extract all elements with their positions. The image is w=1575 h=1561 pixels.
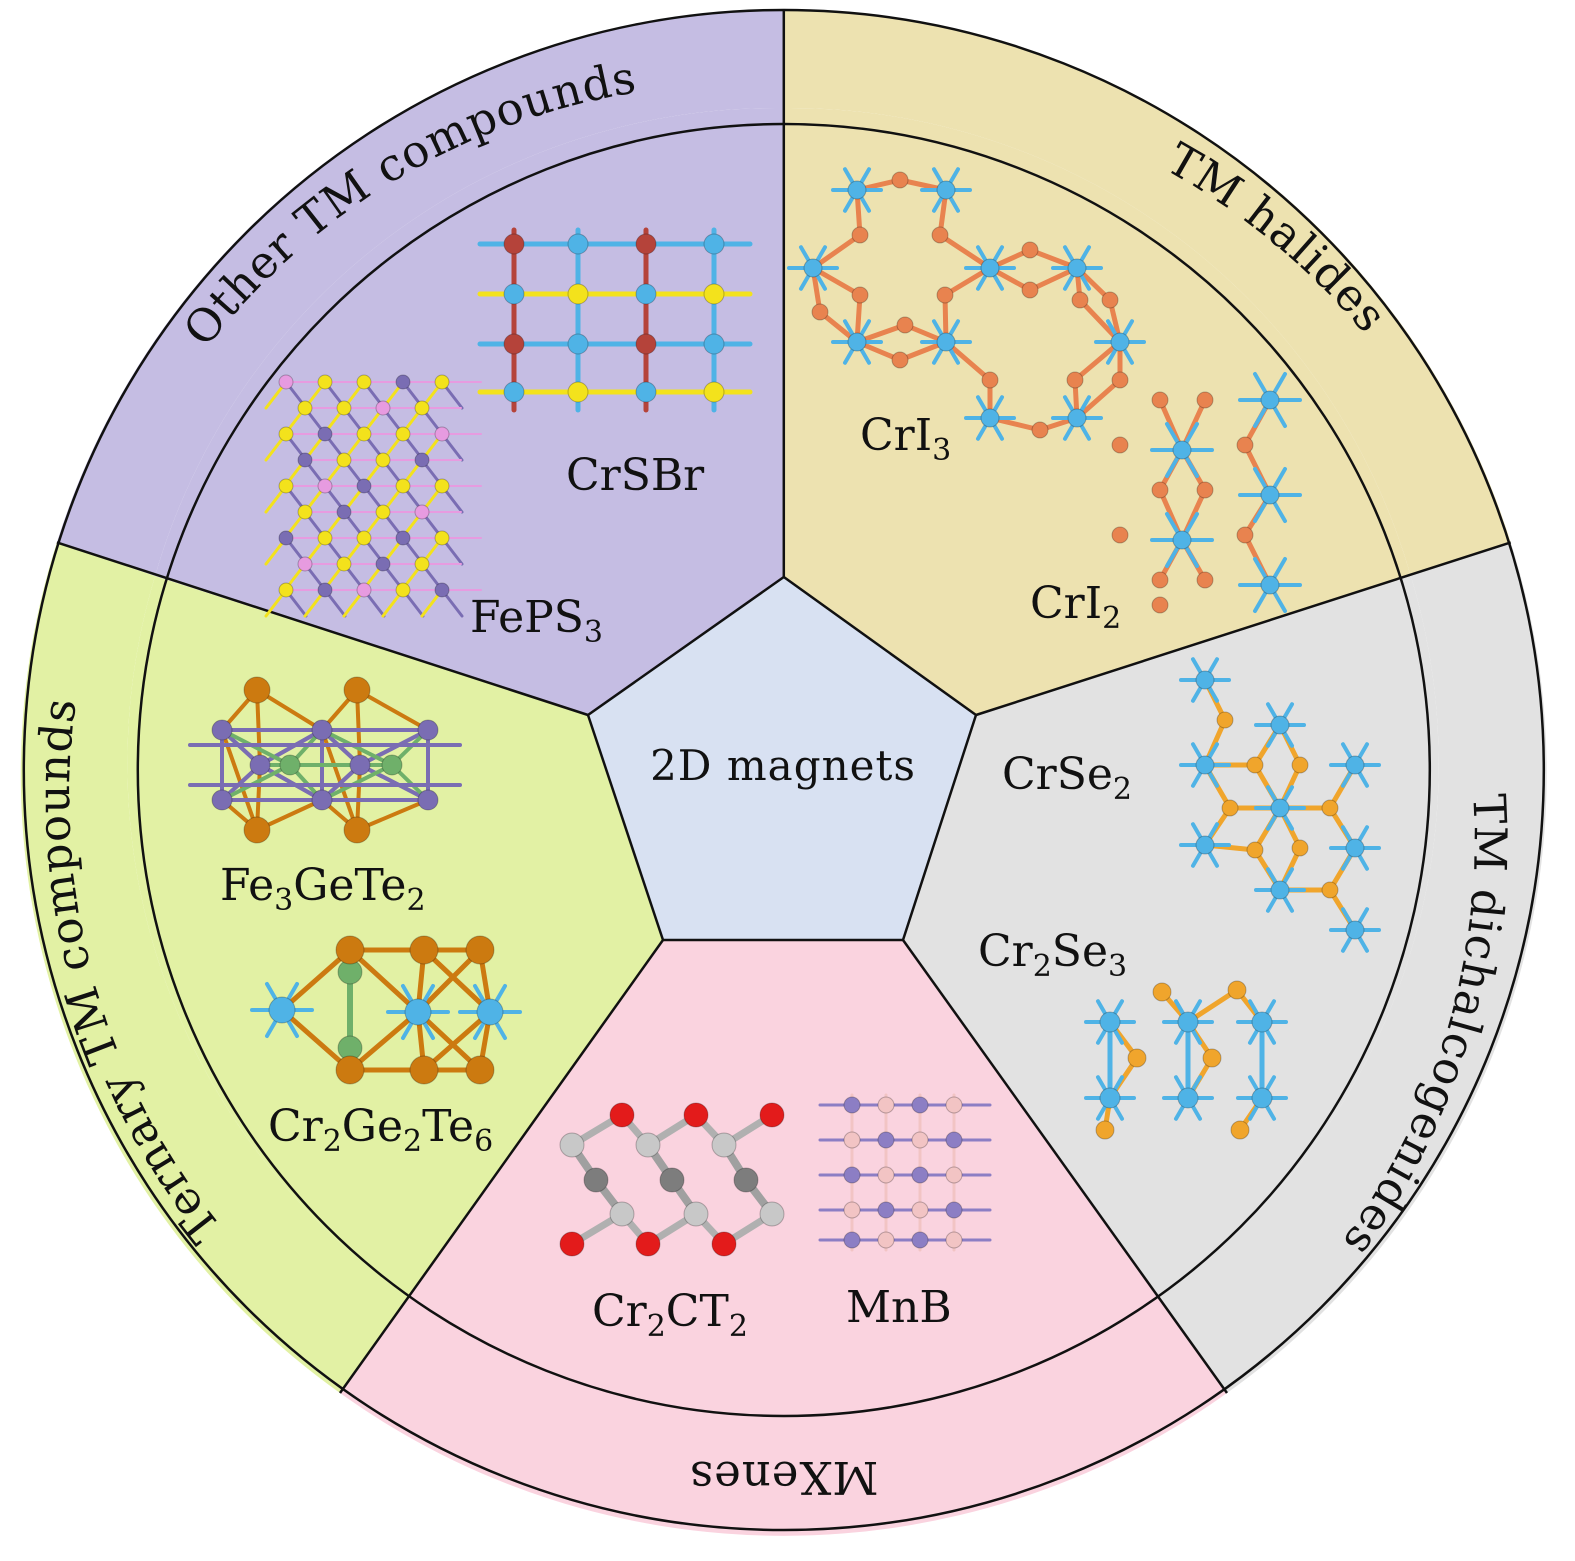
sector-outer-dichalcogenides [1159, 542, 1547, 1393]
formula-mnb: MnB [846, 1282, 952, 1333]
structure-cr2ct2 [559, 1102, 785, 1257]
divider-right [975, 541, 1512, 717]
structure-cr2ge2te6 [250, 935, 522, 1085]
structure-crse2 [1179, 657, 1381, 953]
sector-inner-mxenes [408, 940, 1159, 1417]
center-label: 2D magnets [650, 741, 916, 790]
formula-cri3: CrI3​ [860, 410, 951, 468]
structure-cri2 [1111, 372, 1302, 614]
formula-cr2ct2: Cr2​CT2​ [592, 1286, 748, 1344]
formula-crsbr: CrSBr [566, 450, 705, 501]
structure-fe3gete2 [188, 676, 462, 844]
structure-feps3 [264, 374, 482, 618]
structure-illustrations [188, 167, 1381, 1257]
formula-fe3gete2: Fe3​GeTe2​ [220, 860, 426, 918]
structure-mnb [818, 1093, 992, 1252]
formula-crse2: CrSe2​ [1002, 749, 1132, 807]
sector-outer-mxenes [340, 1296, 1227, 1536]
sector-outer-other [56, 9, 784, 576]
formula-cri2: CrI2​ [1030, 578, 1121, 636]
formula-cr2ge2te6: Cr2​Ge2​Te6​ [268, 1101, 493, 1159]
divider-bottom-right [901, 939, 1229, 1394]
sector-inner-dichalcogenides [903, 576, 1439, 1296]
divider-left [56, 541, 589, 717]
structure-cri3 [787, 167, 1146, 441]
divider-bottom-left [338, 939, 665, 1394]
formula-feps3: FePS3​ [470, 592, 603, 650]
center-pentagon [586, 575, 978, 942]
structure-cr2se3 [1084, 980, 1288, 1140]
sector-inner-halides [783, 107, 1411, 715]
sector-outer-halides [783, 9, 1511, 576]
structure-crsbr [477, 227, 753, 413]
formula-cr2se3: Cr2​Se3​ [978, 926, 1127, 984]
category-label-mxenes: MXenes [689, 1451, 878, 1504]
sector-outer-ternary [20, 542, 408, 1393]
